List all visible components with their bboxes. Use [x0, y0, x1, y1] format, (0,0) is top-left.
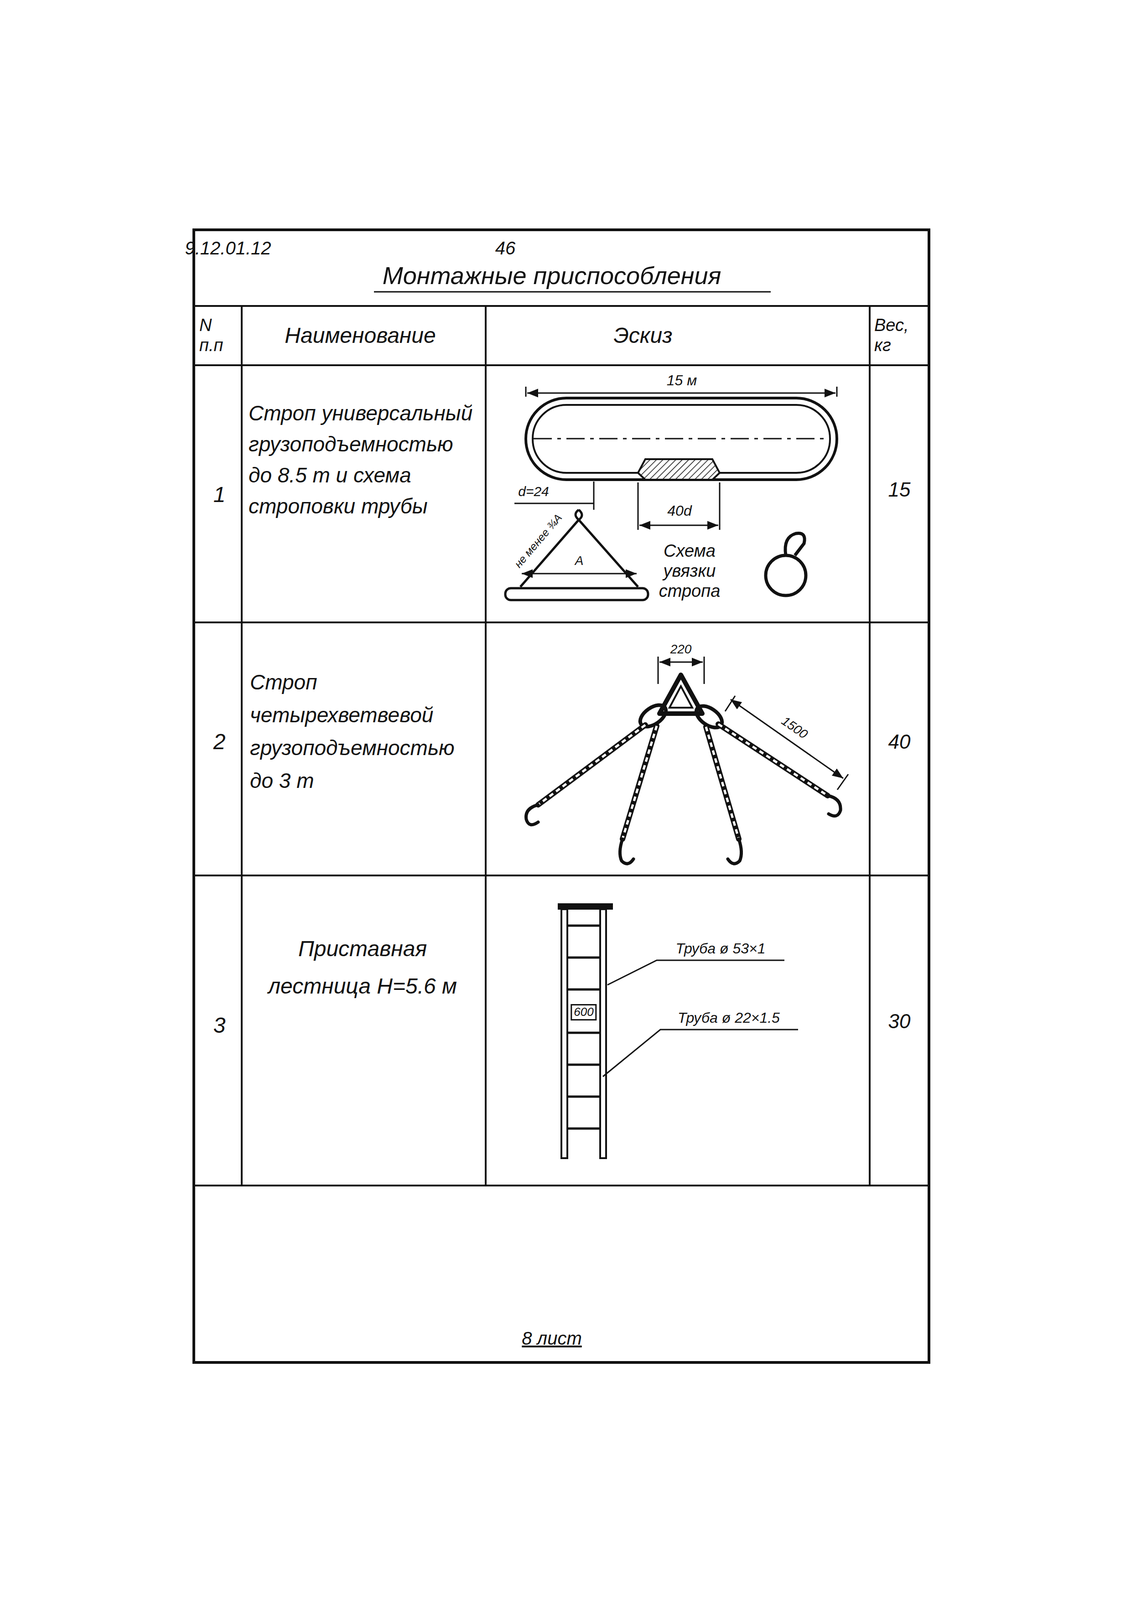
ladder-sketch — [567, 988, 601, 991]
four-leg-sling-sketch — [622, 726, 657, 840]
sling-sketch — [525, 398, 837, 480]
table-grid — [193, 621, 929, 624]
ladder-sketch — [558, 903, 799, 1159]
row-number: 1 — [213, 482, 226, 508]
ladder-sketch — [600, 909, 607, 1159]
column-header: Эскиз — [613, 322, 673, 348]
column-header: Наименование — [284, 322, 436, 348]
four-leg-sling-sketch — [657, 656, 659, 685]
weight-value: 30 — [888, 1010, 911, 1034]
sling-sketch — [505, 588, 649, 601]
dimension-label: d=24 — [518, 483, 550, 500]
four-leg-sling-sketch — [659, 661, 703, 664]
sling-sketch — [521, 573, 637, 575]
four-leg-sling-sketch — [538, 725, 646, 805]
four-leg-sling-sketch — [837, 774, 849, 790]
item-name: Приставная лестница Н=5.6 м — [255, 930, 470, 1006]
row-number: 2 — [213, 729, 226, 755]
page-number: 46 — [495, 237, 516, 259]
four-leg-sling-sketch — [727, 839, 742, 864]
ladder-sketch — [567, 1063, 601, 1067]
table-grid — [193, 229, 929, 1363]
item-name: Строп четырехветвевой грузоподъемностью … — [249, 665, 478, 798]
ladder-sketch — [567, 956, 601, 960]
sketch-caption: Схема увязки стропа — [643, 540, 737, 602]
dimension-label: 40d — [667, 502, 692, 520]
sling-sketch — [836, 386, 838, 397]
ladder-sketch — [567, 1095, 601, 1099]
weight-value: 15 — [888, 478, 911, 502]
table-grid — [240, 306, 243, 1186]
sling-sketch — [578, 519, 639, 587]
table-grid — [484, 306, 487, 1186]
dimension-label: не менее ¾A — [511, 511, 565, 571]
sheet-number: 8 лист — [521, 1328, 582, 1349]
ladder-sketch — [567, 1032, 601, 1035]
sling-sketch — [637, 482, 639, 530]
ladder-sketch — [561, 909, 568, 1159]
dimension-label: 1500 — [778, 713, 810, 742]
four-leg-sling-sketch — [526, 804, 539, 825]
table-grid — [193, 305, 929, 307]
item-name: Строп универсальный грузоподъемностью до… — [248, 397, 479, 522]
sling-sketch — [639, 524, 719, 527]
sling-sketch — [593, 481, 595, 510]
table-grid — [373, 291, 771, 293]
four-leg-sling-sketch — [538, 725, 646, 805]
four-leg-sling-sketch — [705, 726, 739, 840]
sling-sketch — [765, 555, 806, 596]
four-leg-sling-sketch — [669, 686, 693, 708]
sling-sketch — [719, 482, 721, 530]
sling-sketch — [525, 386, 527, 397]
four-leg-sling-sketch — [718, 724, 828, 796]
four-leg-sling-sketch — [705, 726, 739, 840]
sling-sketch — [785, 533, 805, 556]
four-leg-sling-sketch — [526, 656, 849, 864]
table-grid — [193, 1184, 929, 1187]
four-leg-sling-sketch — [827, 795, 841, 817]
dimension-label: 15 м — [666, 372, 697, 390]
four-leg-sling-sketch — [622, 726, 657, 840]
ladder-sketch — [567, 925, 601, 1129]
four-leg-sling-sketch — [619, 839, 634, 864]
table-grid — [193, 364, 929, 367]
four-leg-sling-sketch — [538, 724, 828, 840]
dimension-label: 600 — [570, 1004, 597, 1021]
column-header: Вес, кг — [874, 315, 925, 356]
part-label: Труба ø 53×1 — [675, 940, 766, 958]
four-leg-sling-sketch — [538, 724, 828, 840]
row-number: 3 — [213, 1012, 226, 1038]
table-grid — [193, 229, 929, 1363]
ladder-sketch — [567, 924, 601, 928]
sling-sketch — [533, 438, 830, 440]
sling-sketch — [527, 392, 836, 395]
ladder-sketch — [602, 1029, 799, 1077]
four-leg-sling-sketch — [718, 724, 828, 796]
four-leg-sling-sketch — [526, 795, 841, 864]
four-leg-sling-sketch — [703, 656, 706, 685]
dimension-label: 220 — [670, 642, 692, 657]
sling-sketch — [575, 509, 582, 520]
four-leg-sling-sketch — [730, 699, 844, 779]
page-title: Монтажные приспособления — [382, 261, 722, 290]
table-grid — [193, 874, 929, 877]
ladder-sketch — [607, 960, 785, 986]
part-label: Труба ø 22×1.5 — [677, 1009, 780, 1027]
sling-sketch — [514, 503, 594, 505]
sheet-code: 9.12.01.12 — [184, 237, 271, 259]
sling-sketch — [638, 459, 720, 480]
ladder-sketch — [567, 1127, 601, 1131]
column-header: N п.п — [199, 315, 236, 356]
dimension-label: A — [575, 553, 584, 569]
weight-value: 40 — [888, 730, 911, 754]
table-grid — [868, 306, 871, 1186]
four-leg-sling-sketch — [725, 695, 736, 712]
